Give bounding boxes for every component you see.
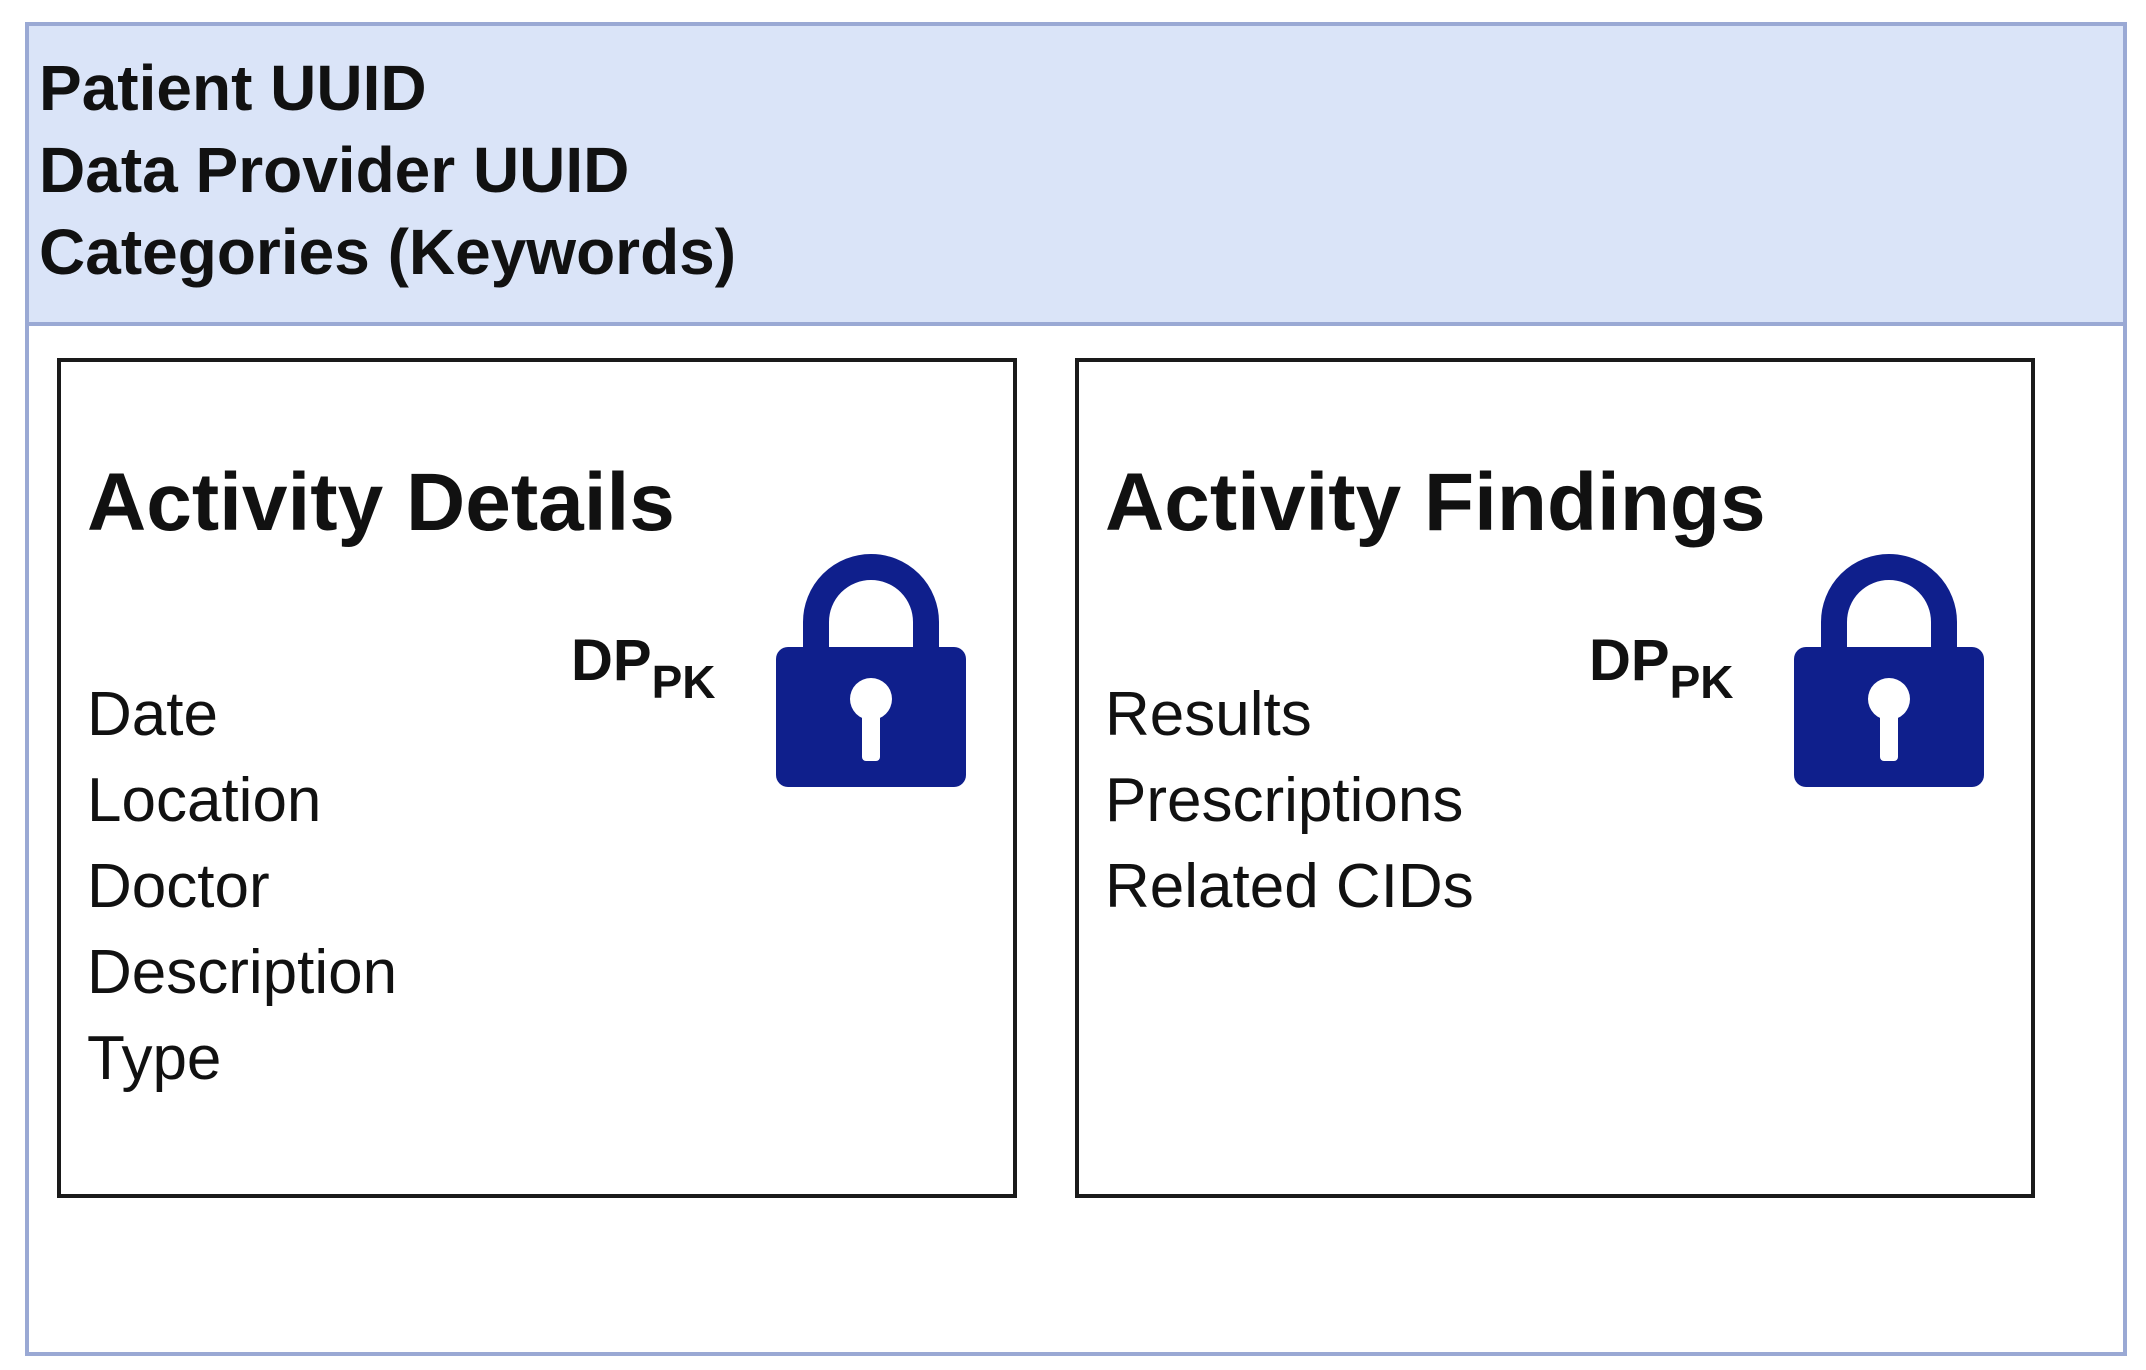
categories-label: Categories (Keywords): [39, 216, 737, 288]
data-provider-uuid-label: Data Provider UUID: [39, 134, 630, 206]
activity-details-box: Activity Details DPPK Date Location Doct…: [57, 358, 1017, 1198]
key-subscript: PK: [651, 656, 716, 708]
field-results: Results: [1105, 680, 1312, 749]
field-date: Date: [87, 680, 218, 749]
activity-findings-title: Activity Findings: [1105, 457, 1766, 548]
encryption-key-label: DPPK: [1589, 632, 1734, 708]
field-prescriptions: Prescriptions: [1105, 766, 1464, 835]
field-description: Description: [87, 938, 398, 1007]
field-doctor: Doctor: [87, 852, 270, 921]
key-subscript: PK: [1669, 656, 1734, 708]
encryption-key-label: DPPK: [571, 632, 716, 708]
activity-details-fields: Date Location Doctor Description Type: [87, 672, 397, 1102]
field-type: Type: [87, 1024, 222, 1093]
activity-details-title: Activity Details: [87, 457, 675, 548]
key-main: DP: [571, 628, 652, 693]
field-related-cids: Related CIDs: [1105, 852, 1474, 921]
activity-findings-box: Activity Findings DPPK Results Prescript…: [1075, 358, 2035, 1198]
record-header: Patient UUID Data Provider UUID Categori…: [29, 26, 2123, 326]
lock-icon: [776, 547, 966, 787]
key-main: DP: [1589, 628, 1670, 693]
activity-findings-fields: Results Prescriptions Related CIDs: [1105, 672, 1474, 930]
patient-uuid-label: Patient UUID: [39, 52, 427, 124]
field-location: Location: [87, 766, 322, 835]
lock-icon: [1794, 547, 1984, 787]
